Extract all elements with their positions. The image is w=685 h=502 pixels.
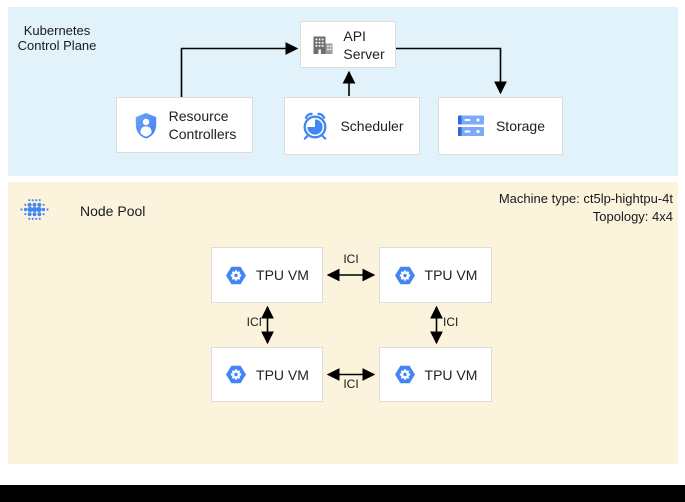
- resource-controllers-box: Resource Controllers: [116, 97, 253, 153]
- ici-label-top: ICI: [343, 252, 359, 266]
- storage-box: Storage: [438, 97, 563, 155]
- ici-label-bottom: ICI: [343, 377, 359, 391]
- tpu-vm-label: TPU VM: [424, 267, 478, 283]
- tpu-vm-label: TPU VM: [256, 267, 309, 283]
- hexagon-gear-icon: [226, 365, 247, 384]
- ici-label-left: ICI: [246, 315, 262, 329]
- api-server-label: API Server: [343, 27, 384, 63]
- shield-user-icon: [135, 112, 156, 138]
- hexagon-gear-icon: [226, 266, 247, 284]
- resource-controllers-label-line2: Controllers: [168, 126, 237, 142]
- control-plane-title-line1: Kubernetes: [23, 23, 91, 38]
- api-server-box: API Server: [300, 21, 396, 68]
- api-server-label-line2: Server: [343, 45, 385, 62]
- resource-controllers-label: Resource Controllers: [169, 107, 237, 143]
- tpu-vm-box-top-right: TPU VM: [379, 247, 492, 303]
- hexagon-gear-icon: [394, 365, 415, 384]
- control-plane-title-line2: Control Plane: [17, 38, 97, 53]
- scheduler-label: Scheduler: [340, 118, 404, 134]
- building-icon: [313, 36, 333, 54]
- node-pool-title: Node Pool: [80, 203, 146, 219]
- tpu-vm-label: TPU VM: [256, 366, 309, 383]
- control-plane-title: Kubernetes Control Plane: [14, 23, 100, 53]
- tpu-vm-box-bottom-right: TPU VM: [379, 347, 492, 402]
- scheduler-box: Scheduler: [284, 97, 420, 155]
- ici-label-right: ICI: [443, 315, 459, 329]
- api-server-label-line1: API: [343, 27, 366, 44]
- storage-label: Storage: [495, 118, 546, 134]
- server-stack-icon: [457, 115, 484, 136]
- tpu-vm-label: TPU VM: [424, 366, 478, 383]
- machine-type-text: Machine type: ct5lp-hightpu-4t: [498, 191, 673, 206]
- alarm-clock-icon: [304, 112, 327, 140]
- node-pool-panel: [8, 182, 678, 464]
- tpu-vm-box-bottom-left: TPU VM: [211, 347, 323, 402]
- hexagon-gear-icon: [394, 266, 415, 284]
- tpu-vm-box-top-left: TPU VM: [211, 247, 323, 303]
- node-pool-meta: Machine type: ct5lp-hightpu-4t Topology:…: [499, 190, 673, 226]
- bottom-bar: [0, 485, 685, 502]
- dot-cluster-icon: [20, 199, 49, 220]
- topology-text: Topology: 4x4: [592, 209, 673, 224]
- resource-controllers-label-line1: Resource: [168, 108, 229, 124]
